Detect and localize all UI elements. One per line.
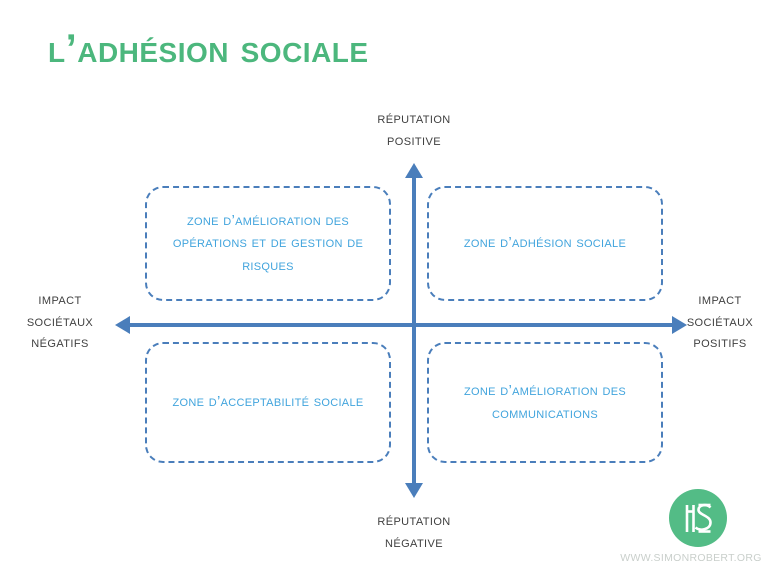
- axis-label-line: sociétaux: [686, 312, 754, 330]
- zone-box-bottom-right: Zone d’amélioration des communications: [427, 342, 663, 463]
- site-url-label: WWW.SIMONROBERT.ORG: [620, 552, 762, 564]
- zone-label-amelioration-communications: Zone d’amélioration des communications: [464, 382, 626, 422]
- horizontal-axis-line: [128, 323, 674, 327]
- axis-label-impact-negatifs: Impact sociétaux négatifs: [8, 289, 112, 354]
- zone-label-acceptabilite-sociale: Zone d’acceptabilité sociale: [172, 393, 364, 411]
- axis-label-reputation-positive: Réputation positive: [329, 108, 499, 151]
- axis-label-line: Impact: [698, 291, 742, 308]
- axis-label-line: négatifs: [31, 334, 89, 352]
- axis-label-line: sociétaux: [26, 312, 94, 330]
- zone-label-adhesion-sociale: Zone d’adhésion sociale: [463, 234, 627, 252]
- axis-label-line: négative: [384, 533, 443, 551]
- page-title: L’adhésion sociale: [48, 27, 369, 71]
- axis-label-line: positive: [387, 131, 441, 149]
- zone-box-bottom-left: Zone d’acceptabilité sociale: [145, 342, 391, 463]
- arrow-left-icon: [115, 316, 130, 334]
- axis-label-impact-positifs: Impact sociétaux positifs: [672, 289, 764, 354]
- vertical-axis-line: [412, 175, 416, 485]
- axis-label-line: Réputation: [377, 110, 451, 127]
- arrow-up-icon: [405, 163, 423, 178]
- axis-label-line: Réputation: [377, 512, 451, 529]
- zone-label-amelioration-operations: Zone d’amélioration des opérations et de…: [172, 211, 364, 274]
- simon-robert-monogram-icon: [669, 489, 727, 547]
- arrow-right-icon: [672, 316, 687, 334]
- axis-label-reputation-negative: Réputation négative: [329, 510, 499, 553]
- axis-label-line: positifs: [693, 334, 747, 352]
- arrow-down-icon: [405, 483, 423, 498]
- axis-label-line: Impact: [38, 291, 82, 308]
- zone-box-top-left: Zone d’amélioration des opérations et de…: [145, 186, 391, 301]
- zone-box-top-right: Zone d’adhésion sociale: [427, 186, 663, 301]
